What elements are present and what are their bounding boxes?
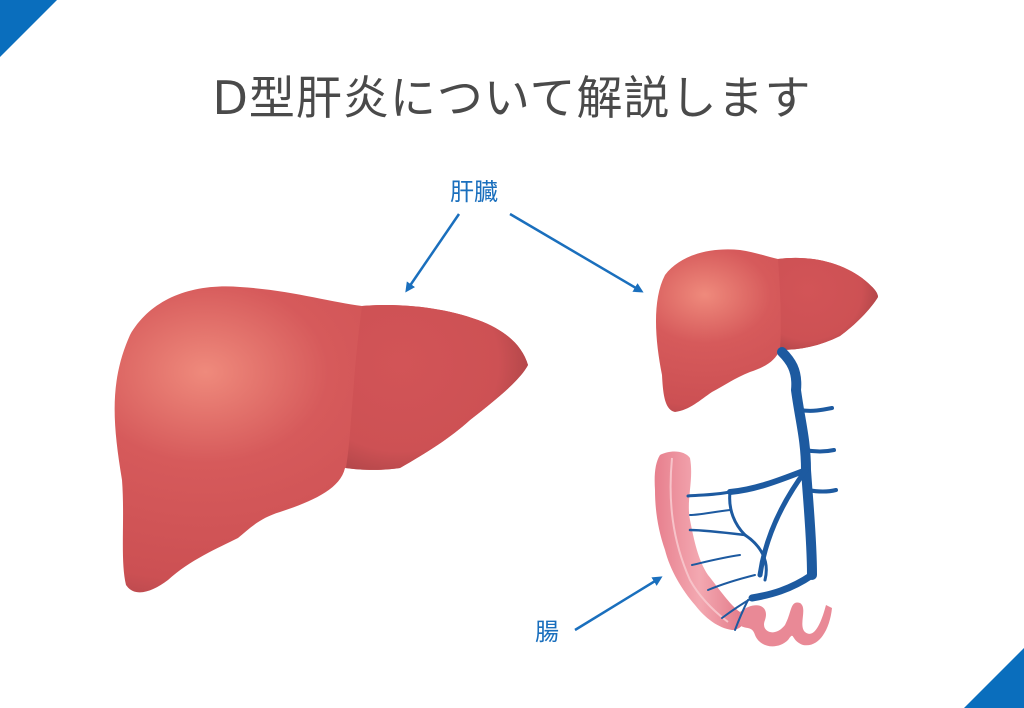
intestine-illustration (654, 451, 832, 647)
liver-large-illustration (114, 286, 529, 593)
slide-title: D型肝炎について解説します (212, 71, 812, 125)
label-intestine: 腸 (535, 618, 559, 646)
corner-decoration-bottom-right (964, 648, 1024, 708)
arrow-liver-right (509, 212, 644, 293)
arrow-liver-left (405, 213, 461, 293)
corner-decoration-top-left (0, 0, 57, 57)
arrow-intestine (574, 576, 663, 632)
liver-small-illustration (656, 249, 878, 412)
portal-vein-illustration (686, 347, 838, 631)
label-liver: 肝臓 (450, 178, 498, 206)
